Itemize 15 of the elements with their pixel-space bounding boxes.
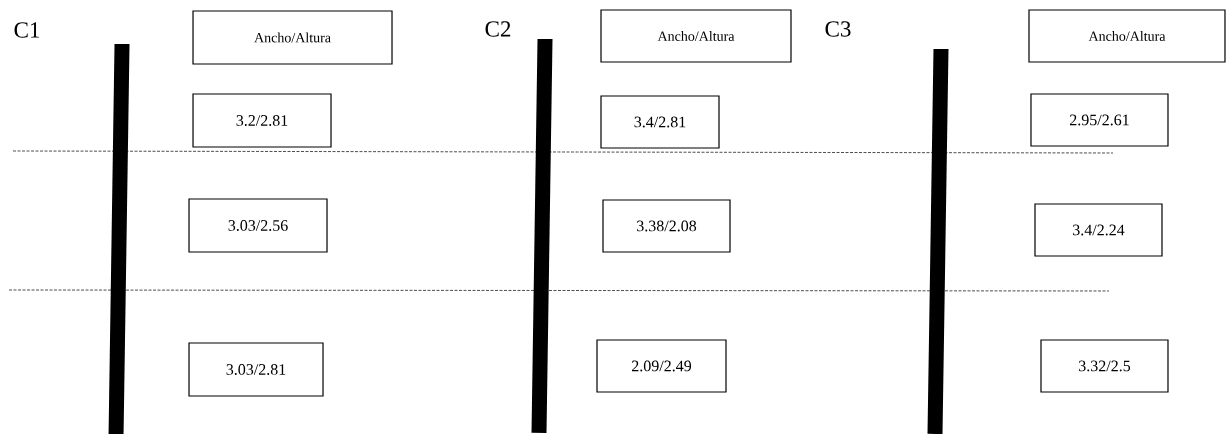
value-box: 3.38/2.08 — [602, 199, 731, 253]
value-box: 3.4/2.24 — [1034, 203, 1163, 257]
column-label: C1 — [14, 22, 40, 38]
value-box: 2.09/2.49 — [596, 339, 727, 393]
value-box: Ancho/Altura — [600, 9, 792, 63]
value-box: 3.03/2.56 — [188, 198, 328, 253]
value-box: Ancho/Altura — [192, 10, 393, 65]
value-box: 2.95/2.61 — [1030, 93, 1169, 147]
value-box: 3.2/2.81 — [192, 93, 332, 148]
column-label: C2 — [485, 21, 511, 37]
value-box: Ancho/Altura — [1028, 9, 1226, 63]
column-label: C3 — [825, 21, 851, 37]
value-box: 3.32/2.5 — [1040, 339, 1169, 393]
value-box: 3.4/2.81 — [600, 95, 720, 149]
value-box: 3.03/2.81 — [188, 342, 324, 397]
